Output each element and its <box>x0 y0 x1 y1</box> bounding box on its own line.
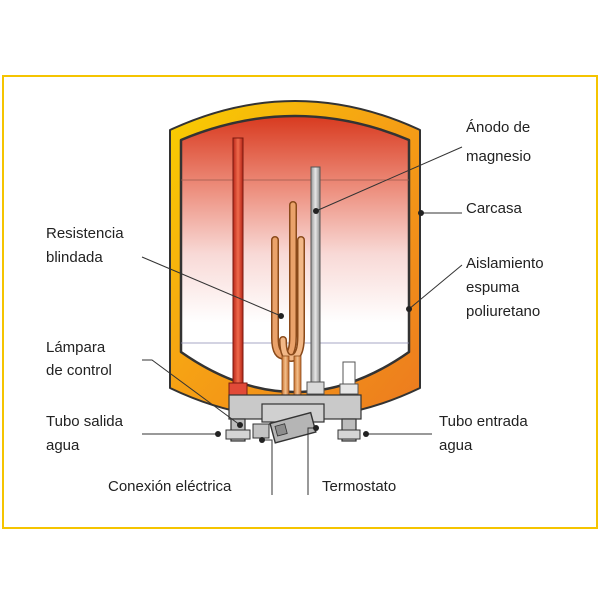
leader-heater-dot <box>278 313 284 319</box>
label-outlet-line2: agua <box>46 437 80 454</box>
leader-electrical <box>262 439 273 495</box>
outer-frame <box>2 75 598 529</box>
leader-insulation <box>408 264 463 310</box>
label-electrical: Conexión eléctrica <box>108 478 232 495</box>
leader-casing-dot <box>418 210 424 216</box>
leader-insulation-dot <box>406 306 412 312</box>
label-casing: Carcasa <box>466 200 523 217</box>
label-lamp-line2: de control <box>46 362 112 379</box>
leader-outlet-dot <box>215 431 221 437</box>
label-insulation-line3: poliuretano <box>466 303 540 320</box>
label-insulation-line2: espuma <box>466 279 520 296</box>
heater-stem-left <box>281 355 290 397</box>
leader-lamp <box>142 359 241 426</box>
label-inlet-line2: agua <box>439 437 473 454</box>
leader-thermostat <box>307 427 316 495</box>
label-lamp-line1: Lámpara <box>46 339 106 356</box>
anode-rod <box>310 166 321 388</box>
connector-block <box>252 423 270 439</box>
label-anode-line1: Ánodo de <box>466 119 530 136</box>
inlet-fitting-nut <box>337 429 361 440</box>
label-inlet-line1: Tubo entrada <box>439 413 528 430</box>
label-outlet-line1: Tubo salida <box>46 413 124 430</box>
outlet-pipe-cap <box>228 382 248 396</box>
leader-anode <box>315 146 463 212</box>
label-anode-line2: magnesio <box>466 148 531 165</box>
leader-inlet-dot <box>363 431 369 437</box>
thermostat-body <box>269 411 317 444</box>
leader-heater <box>141 256 282 317</box>
leader-anode-dot <box>313 208 319 214</box>
leader-thermostat-dot <box>313 425 319 431</box>
leader-lamp-dot <box>237 422 243 428</box>
heater-stem-right <box>293 355 302 397</box>
outlet-fitting-nut <box>225 429 251 440</box>
label-heater-line1: Resistencia <box>46 225 124 242</box>
label-heater-line2: blindada <box>46 249 103 266</box>
label-insulation-line1: Aislamiento <box>466 255 544 272</box>
leader-electrical-dot <box>259 437 265 443</box>
heater-element-inner-fill <box>280 237 304 361</box>
inlet-stub-base <box>339 383 359 395</box>
outlet-pipe <box>232 137 244 387</box>
label-thermostat: Termostato <box>322 478 396 495</box>
anode-rod-cap <box>306 381 325 395</box>
